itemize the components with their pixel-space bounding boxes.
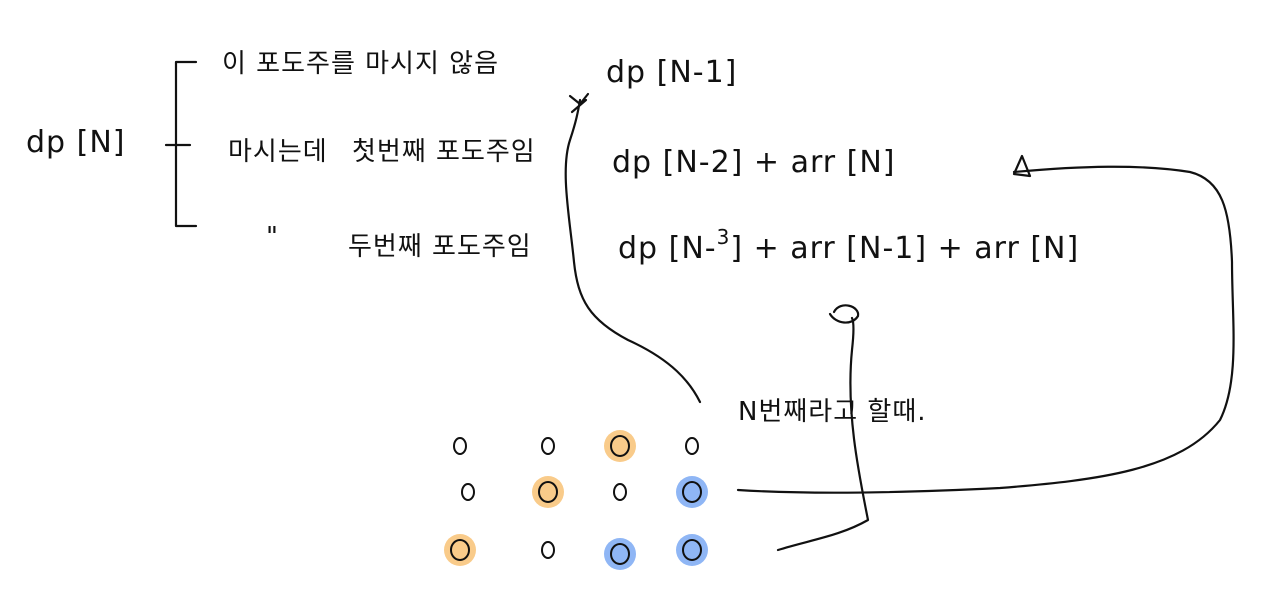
case-label-second-wine: 두번째 포도주임: [348, 232, 532, 262]
wine-glass: [541, 437, 555, 455]
wine-glass: [453, 437, 467, 455]
wine-glass: [682, 539, 702, 561]
wine-glass: [685, 437, 699, 455]
wine-glass-grid: [444, 430, 708, 570]
arrowhead-dp-n-2: [1012, 154, 1032, 178]
wine-glass: [610, 543, 630, 565]
arrowhead-dp-n-3: [828, 304, 860, 324]
formula-dp-n-2-plus-arr: dp [N-2] + arr [N]: [612, 145, 896, 180]
wine-glass: [682, 481, 702, 503]
arrow-to-dp-n-1: [564, 98, 702, 404]
formula-dp-n-3-head: dp [N-: [618, 231, 717, 266]
arrow-to-dp-n-3: [776, 316, 870, 552]
wine-highlight-orange: [444, 534, 476, 566]
formula-superscript-3: 3: [717, 225, 731, 249]
case-label-drinking: 마시는데: [228, 137, 328, 167]
wine-glass: [461, 483, 475, 501]
wine-highlight-blue: [604, 538, 636, 570]
ditto-mark: ": [266, 222, 279, 252]
formula-dp-n-3-plus-arrs: dp [N-3] + arr [N-1] + arr [N]: [618, 225, 1079, 266]
arrowhead-dp-n-1: [568, 92, 590, 114]
wine-highlight-blue: [676, 476, 708, 508]
case-label-first-wine: 첫번째 포도주임: [352, 137, 536, 167]
wine-glass: [541, 541, 555, 559]
wine-highlight-orange: [532, 476, 564, 508]
formula-dp-n-1: dp [N-1]: [606, 55, 737, 90]
lhs-dp-n: dp [N]: [26, 125, 125, 160]
arrow-to-dp-n-2: [736, 165, 1235, 494]
wine-glass: [450, 539, 470, 561]
case-label-not-drinking: 이 포도주를 마시지 않음: [222, 49, 499, 79]
wine-glass: [613, 483, 627, 501]
case-bracket: [164, 60, 198, 228]
wine-glass: [610, 435, 630, 457]
wine-glass: [538, 481, 558, 503]
note-text: N번째라고 할때.: [738, 397, 927, 427]
formula-dp-n-3-tail: ] + arr [N-1] + arr [N]: [730, 231, 1079, 266]
wine-highlight-blue: [676, 534, 708, 566]
wine-highlight-orange: [604, 430, 636, 462]
